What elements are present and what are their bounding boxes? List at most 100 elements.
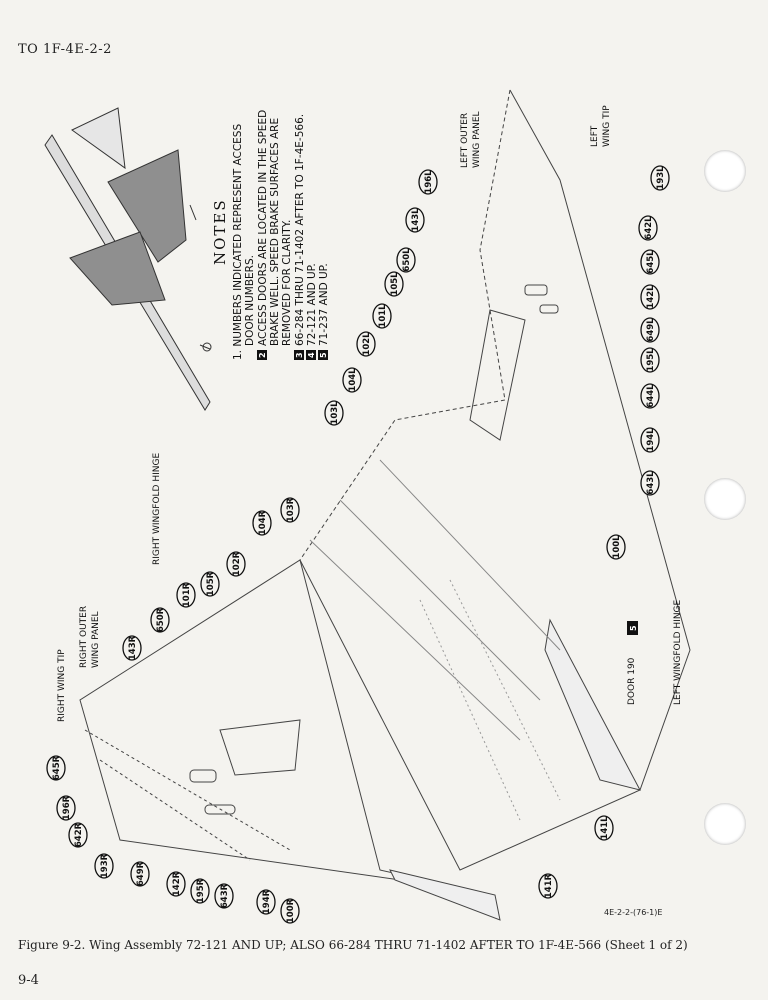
door-190-marker: 5	[629, 625, 638, 631]
left-wing-tip-label: WING TIP	[602, 105, 612, 147]
callout-193r: 193R	[100, 853, 110, 878]
right-outer-wing-panel-label: WING PANEL	[91, 611, 101, 668]
callout-649l-bubble	[640, 317, 660, 343]
callout-100r-bubble	[280, 898, 300, 924]
callout-196r-bubble	[56, 795, 76, 821]
callout-643r: 643R	[220, 883, 230, 908]
callout-101r: 101R	[182, 582, 192, 607]
callout-143r: 143R	[128, 635, 138, 660]
callout-104l: 104L	[348, 368, 358, 392]
aircraft-thumbnail	[44, 107, 212, 411]
callout-100l: 100L	[612, 535, 622, 559]
callout-141r: 141R	[544, 873, 554, 898]
callout-143l: 143L	[411, 208, 421, 232]
callout-643r-bubble	[214, 883, 234, 909]
callout-196l: 196L	[424, 170, 434, 194]
callout-100l-bubble	[606, 534, 626, 560]
callout-100r: 100R	[286, 898, 296, 923]
callout-141l-bubble	[594, 815, 614, 841]
callout-195r: 195R	[196, 878, 206, 903]
callout-193l: 193L	[656, 166, 666, 190]
callout-649r-bubble	[130, 861, 150, 887]
callout-645r-bubble	[46, 755, 66, 781]
note-line: ACCESS DOORS ARE LOCATED IN THE SPEED	[257, 110, 269, 346]
notes-title: NOTES	[211, 198, 229, 265]
note-line: 66-284 THRU 71-1402 AFTER TO 1F-4E-566.	[294, 114, 306, 346]
callout-644l-bubble	[640, 383, 660, 409]
callout-195l: 195L	[646, 348, 656, 372]
callout-644l: 644L	[646, 384, 656, 408]
callout-141l: 141L	[600, 816, 610, 840]
callout-103l: 103L	[330, 401, 340, 425]
callout-142l-bubble	[640, 284, 660, 310]
note-marker: 4	[307, 352, 316, 358]
callout-105r: 105R	[206, 571, 216, 596]
callout-102r-bubble	[226, 551, 246, 577]
callout-195l-bubble	[640, 347, 660, 373]
notes-block: NOTES 1. NUMBERS INDICATED REPRESENT ACC…	[211, 110, 330, 360]
note-line: 1. NUMBERS INDICATED REPRESENT ACCESS	[232, 124, 244, 360]
callout-645l: 645L	[646, 250, 656, 274]
left-outer-wing-panel-label: WING PANEL	[472, 111, 482, 168]
callout-103l-bubble	[324, 400, 344, 426]
callout-105l: 105L	[390, 272, 400, 296]
callout-103r: 103R	[286, 497, 296, 522]
callout-196l-bubble	[418, 169, 438, 195]
figure-caption: Figure 9-2. Wing Assembly 72-121 AND UP;…	[18, 938, 688, 952]
right-wingfold-hinge-label: RIGHT WINGFOLD HINGE	[152, 453, 162, 565]
callout-643l-bubble	[640, 470, 660, 496]
callout-194r-bubble	[256, 889, 276, 915]
note-line: 72-121 AND UP.	[306, 263, 318, 346]
callout-101l-bubble	[372, 303, 392, 329]
drawing-id: 4E-2-2-(76-1)E	[604, 908, 663, 917]
note-marker: 5	[319, 352, 328, 358]
callout-105r-bubble	[200, 571, 220, 597]
callout-102l: 102L	[362, 332, 372, 356]
note-line: 71-237 AND UP.	[318, 263, 330, 346]
callout-104l-bubble	[342, 367, 362, 393]
note-marker: 3	[295, 352, 304, 358]
callout-104r: 104R	[258, 510, 268, 535]
document-id: TO 1F-4E-2-2	[18, 42, 112, 57]
left-wingfold-hinge-label: LEFT WINGFOLD HINGE	[673, 599, 683, 705]
callout-104r-bubble	[252, 510, 272, 536]
callout-645l-bubble	[640, 249, 660, 275]
right-wing-tip-label: RIGHT WING TIP	[57, 649, 67, 722]
callout-642l-bubble	[638, 215, 658, 241]
callout-103r-bubble	[280, 497, 300, 523]
callout-142l: 142L	[646, 285, 656, 309]
callout-194r: 194R	[262, 889, 272, 914]
left-outer-wing-panel-label: LEFT OUTER	[460, 113, 470, 168]
callout-642r-bubble	[68, 822, 88, 848]
wing-outline	[79, 89, 691, 921]
page-number: 9-4	[18, 973, 39, 988]
note-line: DOOR NUMBERS.	[244, 255, 256, 346]
note-marker: 2	[258, 352, 267, 358]
callout-650l: 650L	[402, 248, 412, 272]
callout-645r: 645R	[52, 755, 62, 780]
right-outer-wing-panel-label: RIGHT OUTER	[79, 606, 89, 668]
callout-650r: 650R	[156, 607, 166, 632]
binder-hole	[704, 803, 746, 845]
callout-102l-bubble	[356, 331, 376, 357]
callout-649r: 649R	[136, 861, 146, 886]
callout-649l: 649L	[646, 318, 656, 342]
callout-643l: 643L	[646, 471, 656, 495]
callout-105l-bubble	[384, 271, 404, 297]
callout-642r: 642R	[74, 822, 84, 847]
callout-642l: 642L	[644, 216, 654, 240]
binder-hole	[704, 150, 746, 192]
binder-hole	[704, 478, 746, 520]
callout-196r: 196R	[62, 795, 72, 820]
callout-650r-bubble	[150, 607, 170, 633]
callout-142r: 142R	[172, 871, 182, 896]
left-wing-tip-label: LEFT	[590, 125, 600, 147]
callout-102r: 102R	[232, 551, 242, 576]
note-line: REMOVED FOR CLARITY.	[281, 220, 293, 346]
callout-194l: 194L	[646, 428, 656, 452]
note-line: BRAKE WELL. SPEED BRAKE SURFACES ARE	[269, 118, 281, 346]
callout-193l-bubble	[650, 165, 670, 191]
callout-194l-bubble	[640, 427, 660, 453]
callout-142r-bubble	[166, 871, 186, 897]
